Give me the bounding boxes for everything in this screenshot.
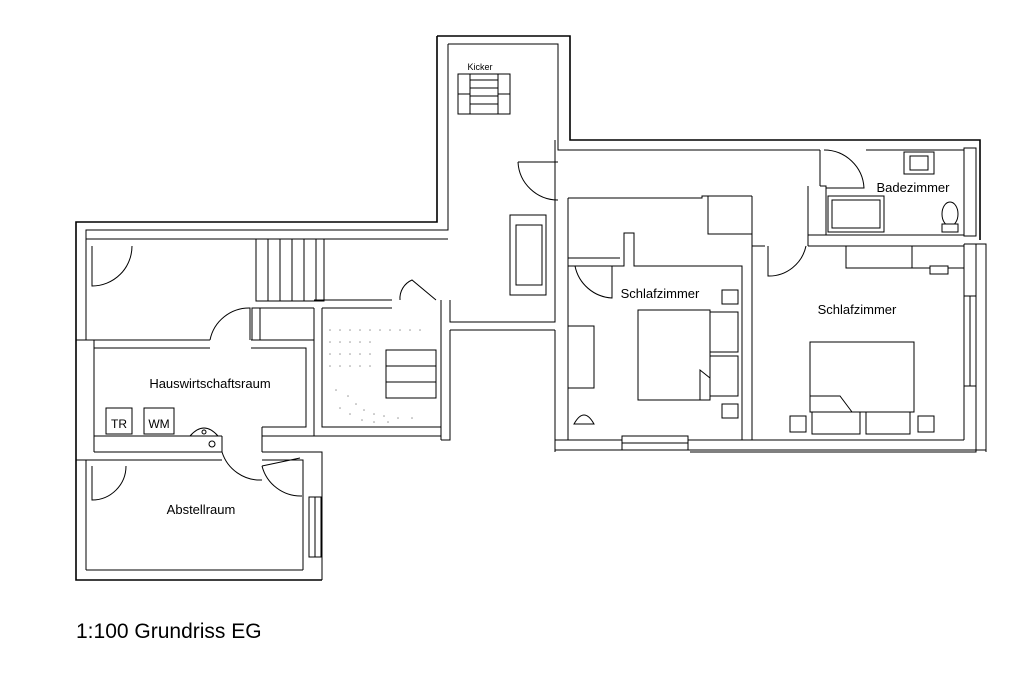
appliances xyxy=(105,407,220,448)
bathroom-fixtures xyxy=(827,151,959,233)
washer-label: WM xyxy=(148,417,169,431)
bedroom-1-furniture xyxy=(567,289,739,425)
bedroom-2-furniture xyxy=(789,245,965,435)
kicker-label: Kicker xyxy=(467,62,492,72)
doors xyxy=(91,149,865,501)
dryer-label: TR xyxy=(111,417,127,431)
corridor xyxy=(509,214,547,296)
stair-dots xyxy=(329,329,421,423)
hauswirtschaftsraum-label: Hauswirtschaftsraum xyxy=(149,376,270,391)
right-wing xyxy=(567,150,964,441)
badezimmer-label: Badezimmer xyxy=(877,180,951,195)
dryer-box xyxy=(105,407,133,435)
schlafzimmer-1-label: Schlafzimmer xyxy=(621,286,700,301)
abstellraum-label: Abstellraum xyxy=(167,502,236,517)
schlafzimmer-2-label: Schlafzimmer xyxy=(818,302,897,317)
plan-caption: 1:100 Grundriss EG xyxy=(76,620,262,643)
washer-box xyxy=(143,407,175,435)
windows xyxy=(308,147,977,558)
kicker-table xyxy=(457,73,511,115)
left-wing xyxy=(76,238,441,580)
